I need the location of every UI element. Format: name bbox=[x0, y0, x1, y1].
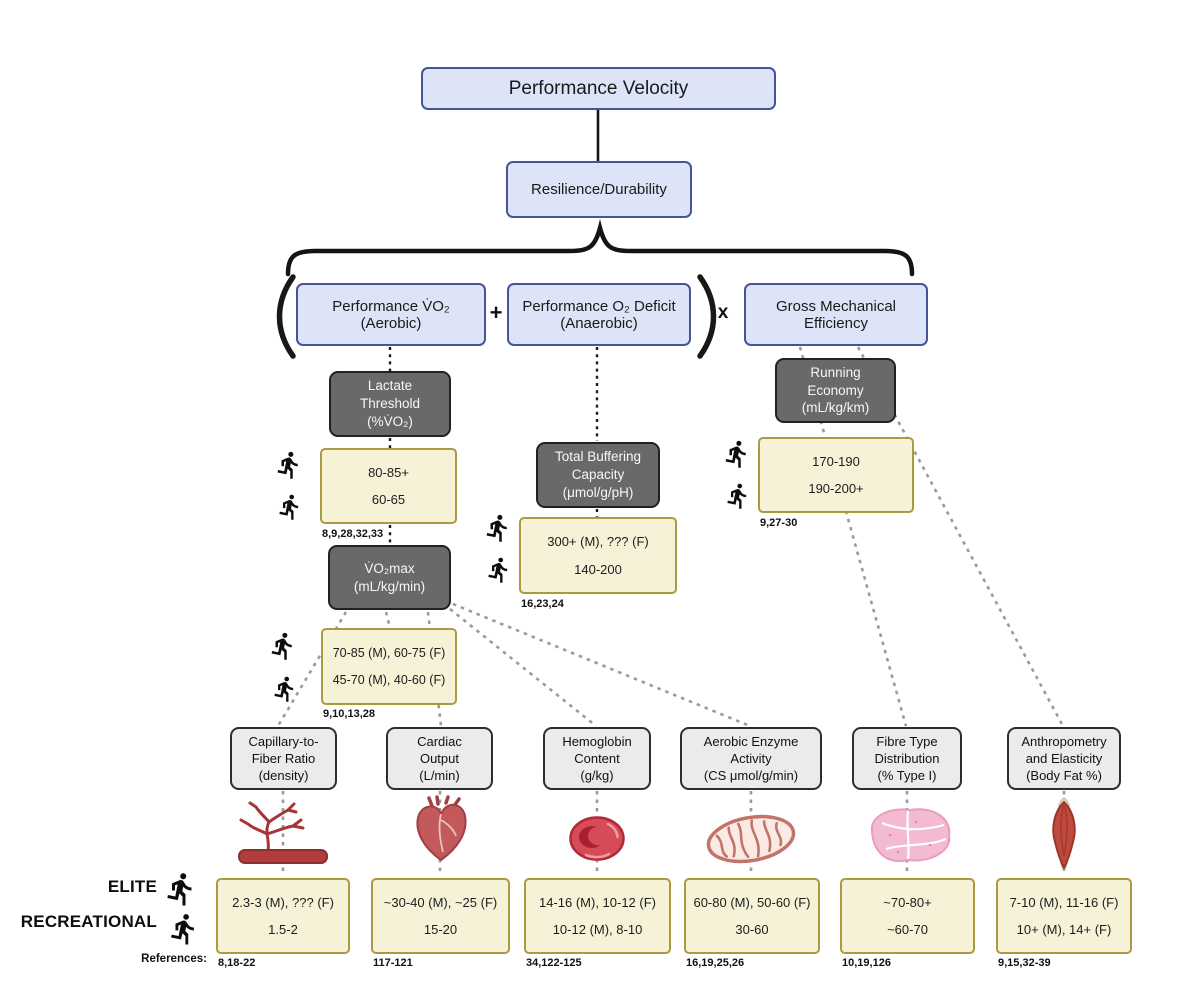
aerobic-enzyme-values-box: 60-80 (M), 50-60 (F) 30-60 bbox=[684, 878, 820, 954]
component-box-aerobic-vo2: Performance V̇O₂ (Aerobic) bbox=[296, 283, 486, 346]
elite-runner-icon bbox=[268, 630, 298, 662]
aerobic-vo2-label: Performance V̇O₂ (Aerobic) bbox=[332, 297, 450, 332]
resilience-durability-box: Resilience/Durability bbox=[506, 161, 692, 218]
muscle-fibre-icon bbox=[870, 808, 951, 863]
anthropometry-box: Anthropometry and Elasticity (Body Fat %… bbox=[1007, 727, 1121, 790]
black-dashed-connectors bbox=[388, 347, 599, 544]
elite-runner-icon bbox=[274, 449, 304, 481]
running-economy-elite-value: 170-190 bbox=[812, 453, 860, 469]
vo2max-recreational-value: 45-70 (M), 40-60 (F) bbox=[332, 673, 446, 688]
recreational-runner-icon bbox=[276, 490, 304, 524]
performance-velocity-label: Performance Velocity bbox=[508, 77, 689, 99]
running-economy-recreational-value: 190-200+ bbox=[808, 481, 864, 497]
vo2max-values-box: 70-85 (M), 60-75 (F) 45-70 (M), 40-60 (F… bbox=[321, 628, 457, 705]
running-economy-values-box: 170-190 190-200+ bbox=[758, 437, 914, 513]
recreational-runner-icon bbox=[167, 909, 201, 949]
performance-velocity-box: Performance Velocity bbox=[421, 67, 776, 110]
elite-runner-icon bbox=[483, 512, 513, 544]
running-economy-box: Running Economy (mL/kg/km) bbox=[775, 358, 896, 423]
buffering-capacity-label: Total Buffering Capacity (μmol/g/pH) bbox=[554, 449, 642, 500]
capillary-recreational-value: 1.5-2 bbox=[268, 922, 298, 938]
fibre-type-values-box: ~70-80+ ~60-70 bbox=[840, 878, 975, 954]
running-economy-label: Running Economy (mL/kg/km) bbox=[801, 364, 870, 416]
hemoglobin-refs: 34,122-125 bbox=[526, 957, 582, 969]
heart-icon bbox=[416, 795, 467, 862]
capillary-icon bbox=[238, 801, 328, 864]
anthropometry-elite-value: 7-10 (M), 11-16 (F) bbox=[1009, 894, 1119, 910]
buffering-refs: 16,23,24 bbox=[521, 598, 564, 610]
aerobic-enzyme-box: Aerobic Enzyme Activity (CS μmol/g/min) bbox=[680, 727, 822, 790]
aerobic-enzyme-refs: 16,19,25,26 bbox=[686, 957, 745, 969]
elite-row-label: ELITE bbox=[107, 877, 157, 896]
anthropometry-values-box: 7-10 (M), 11-16 (F) 10+ (M), 14+ (F) bbox=[996, 878, 1132, 954]
anthropometry-refs: 9,15,32-39 bbox=[998, 957, 1051, 969]
mitochondria-icon bbox=[706, 814, 796, 864]
elite-runner-icon bbox=[722, 438, 752, 470]
gross-efficiency-label: Gross Mechanical Efficiency bbox=[775, 297, 897, 332]
left-parenthesis bbox=[276, 274, 296, 359]
hemoglobin-recreational-value: 10-12 (M), 8-10 bbox=[552, 922, 643, 938]
buffering-capacity-box: Total Buffering Capacity (μmol/g/pH) bbox=[536, 442, 660, 508]
buffering-recreational-value: 140-200 bbox=[574, 562, 622, 577]
running-economy-refs: 9,27-30 bbox=[760, 517, 798, 529]
cardiac-values-box: ~30-40 (M), ~25 (F) 15-20 bbox=[371, 878, 510, 954]
references-row-label: References: bbox=[141, 953, 207, 965]
aerobic-enzyme-elite-value: 60-80 (M), 50-60 (F) bbox=[693, 894, 811, 910]
fibre-type-recreational-value: ~60-70 bbox=[887, 922, 928, 938]
vo2max-refs: 9,10,13,28 bbox=[323, 708, 375, 720]
fibre-type-elite-value: ~70-80+ bbox=[883, 894, 932, 910]
lactate-elite-value: 80-85+ bbox=[368, 464, 409, 480]
fibre-type-refs: 10,19,126 bbox=[842, 957, 891, 969]
recreational-runner-icon bbox=[485, 553, 513, 587]
fibre-type-label: Fibre Type Distribution (% Type I) bbox=[874, 733, 940, 784]
vo2max-box: V̇O₂max (mL/kg/min) bbox=[328, 545, 451, 610]
vo2max-label: V̇O₂max (mL/kg/min) bbox=[353, 560, 426, 594]
cardiac-elite-value: ~30-40 (M), ~25 (F) bbox=[383, 894, 498, 910]
component-box-gross-efficiency: Gross Mechanical Efficiency bbox=[744, 283, 928, 346]
hemoglobin-values-box: 14-16 (M), 10-12 (F) 10-12 (M), 8-10 bbox=[524, 878, 671, 954]
buffering-values-box: 300+ (M), ??? (F) 140-200 bbox=[519, 517, 677, 594]
elite-runner-icon bbox=[163, 870, 199, 908]
capillary-elite-value: 2.3-3 (M), ??? (F) bbox=[232, 894, 334, 910]
recreational-runner-icon bbox=[724, 479, 752, 513]
lactate-values-box: 80-85+ 60-65 bbox=[320, 448, 457, 524]
cardiac-output-box: Cardiac Output (L/min) bbox=[386, 727, 493, 790]
capillary-refs: 8,18-22 bbox=[218, 957, 256, 969]
o2-deficit-label: Performance O₂ Deficit (Anaerobic) bbox=[522, 297, 676, 332]
cardiac-recreational-value: 15-20 bbox=[423, 922, 458, 938]
component-box-o2-deficit: Performance O₂ Deficit (Anaerobic) bbox=[507, 283, 691, 346]
lactate-refs: 8,9,28,32,33 bbox=[322, 528, 384, 540]
cardiac-output-label: Cardiac Output (L/min) bbox=[417, 733, 462, 784]
lactate-recreational-value: 60-65 bbox=[371, 492, 406, 508]
hemoglobin-content-box: Hemoglobin Content (g/kg) bbox=[543, 727, 651, 790]
buffering-elite-value: 300+ (M), ??? (F) bbox=[547, 534, 649, 549]
aerobic-enzyme-label: Aerobic Enzyme Activity (CS μmol/g/min) bbox=[703, 733, 799, 784]
curly-brace bbox=[285, 219, 915, 277]
capillary-values-box: 2.3-3 (M), ??? (F) 1.5-2 bbox=[216, 878, 350, 954]
anthropometry-recreational-value: 10+ (M), 14+ (F) bbox=[1016, 922, 1112, 938]
times-operator: x bbox=[717, 302, 729, 323]
hemoglobin-elite-value: 14-16 (M), 10-12 (F) bbox=[538, 894, 657, 910]
hemoglobin-content-label: Hemoglobin Content (g/kg) bbox=[562, 733, 632, 784]
fibre-type-box: Fibre Type Distribution (% Type I) bbox=[852, 727, 962, 790]
right-parenthesis bbox=[697, 274, 717, 359]
capillary-ratio-box: Capillary-to- Fiber Ratio (density) bbox=[230, 727, 337, 790]
vo2max-elite-value: 70-85 (M), 60-75 (F) bbox=[332, 645, 446, 660]
lactate-threshold-label: Lactate Threshold (%V̇O₂) bbox=[359, 378, 421, 429]
recreational-row-label: RECREATIONAL bbox=[20, 912, 157, 931]
resilience-durability-label: Resilience/Durability bbox=[531, 181, 667, 198]
red-blood-cell-icon bbox=[569, 816, 625, 861]
cardiac-refs: 117-121 bbox=[373, 957, 413, 969]
lactate-threshold-box: Lactate Threshold (%V̇O₂) bbox=[329, 371, 451, 437]
plus-operator: + bbox=[489, 300, 503, 325]
capillary-ratio-label: Capillary-to- Fiber Ratio (density) bbox=[248, 733, 319, 784]
recreational-runner-icon bbox=[271, 672, 299, 706]
aerobic-enzyme-recreational-value: 30-60 bbox=[735, 922, 769, 938]
muscle-icon bbox=[1052, 797, 1076, 872]
anthropometry-label: Anthropometry and Elasticity (Body Fat %… bbox=[1021, 733, 1107, 784]
